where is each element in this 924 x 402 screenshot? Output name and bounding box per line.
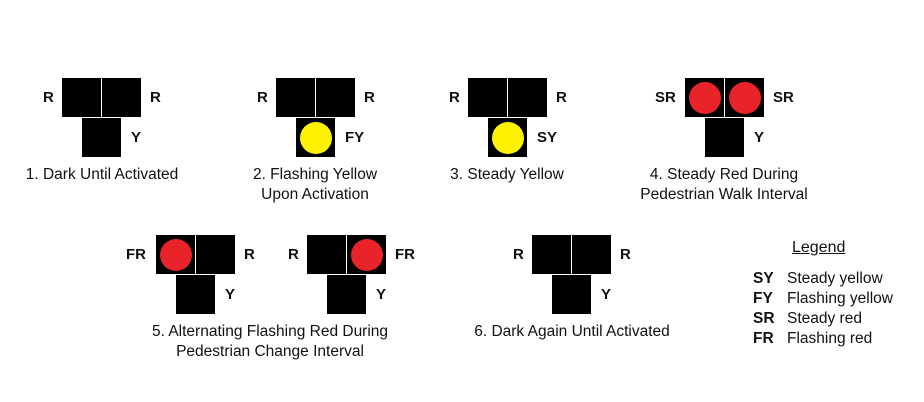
red-lamp	[688, 81, 721, 114]
signal-box-left	[532, 235, 571, 274]
red-lamp	[159, 238, 192, 271]
signal-label-right: R	[364, 89, 375, 106]
signal-label-right: R	[556, 89, 567, 106]
signal-label-left: R	[43, 89, 54, 106]
signal-caption: 1. Dark Until Activated	[26, 165, 178, 185]
signal-box-bottom	[552, 275, 591, 314]
legend-text: Flashing red	[787, 330, 873, 347]
signal-label-bottom: Y	[131, 129, 142, 146]
signal-box-left	[62, 78, 101, 117]
signal-box-right	[316, 78, 355, 117]
signal-box-left	[276, 78, 315, 117]
legend-item-sr: SR Steady red	[753, 310, 862, 328]
caption-line: 4. Steady Red During	[649, 166, 799, 183]
signal-box-left	[468, 78, 507, 117]
signal-label-left: R	[449, 89, 460, 106]
signal-label-left: R	[288, 246, 299, 263]
signal-box-bottom	[176, 275, 215, 314]
signal-label-right: R	[620, 246, 631, 263]
legend-item-sy: SY Steady yellow	[753, 270, 883, 288]
signal-box-right	[508, 78, 547, 117]
legend-code: SR	[753, 310, 775, 327]
yellow-lamp	[491, 121, 524, 154]
legend-title: Legend	[792, 239, 846, 256]
yellow-lamp	[299, 121, 332, 154]
caption-line: 6. Dark Again Until Activated	[474, 323, 670, 340]
signal-box-bottom	[705, 118, 744, 157]
signal-box-right	[572, 235, 611, 274]
signal-box-right	[196, 235, 235, 274]
signal-label-left: R	[513, 246, 524, 263]
legend-code: FR	[753, 330, 774, 347]
signal-box-left	[685, 78, 724, 117]
signal-label-right: R	[150, 89, 161, 106]
signal-label-bottom: Y	[754, 129, 765, 146]
caption-line: 5. Alternating Flashing Red During	[151, 323, 389, 340]
red-lamp	[350, 238, 383, 271]
caption-line: Pedestrian Change Interval	[176, 343, 364, 360]
signal-label-right: R	[244, 246, 255, 263]
signal-label-bottom: Y	[376, 286, 387, 303]
signal-box-left	[156, 235, 195, 274]
signal-box-bottom	[488, 118, 527, 157]
signal-box-left	[307, 235, 346, 274]
legend-text: Steady yellow	[787, 270, 883, 287]
legend-code: SY	[753, 270, 774, 287]
legend-code: FY	[753, 290, 773, 307]
signal-caption: 3. Steady Yellow	[450, 165, 564, 185]
signal-label-bottom: Y	[225, 286, 236, 303]
signal-label-right: SR	[773, 89, 794, 106]
legend-text: Flashing yellow	[787, 290, 893, 307]
signal-label-left: FR	[126, 246, 146, 263]
signal-label-bottom: SY	[537, 129, 558, 146]
signal-box-bottom	[82, 118, 121, 157]
red-lamp	[728, 81, 761, 114]
signal-box-bottom	[296, 118, 335, 157]
signal-label-bottom: Y	[601, 286, 612, 303]
signal-box-bottom	[327, 275, 366, 314]
signal-label-bottom: FY	[345, 129, 365, 146]
signal-box-right	[725, 78, 764, 117]
caption-line: Upon Activation	[261, 186, 369, 203]
caption-line: 2. Flashing Yellow	[252, 166, 378, 183]
signal-box-right	[102, 78, 141, 117]
signal-label-left: R	[257, 89, 268, 106]
caption-line: 3. Steady Yellow	[450, 166, 564, 183]
caption-line: 1. Dark Until Activated	[25, 166, 179, 183]
signal-caption: 6. Dark Again Until Activated	[474, 322, 670, 342]
caption-line: Pedestrian Walk Interval	[640, 186, 808, 203]
signal-label-right: FR	[395, 246, 415, 263]
legend-text: Steady red	[787, 310, 862, 327]
legend-item-fy: FY Flashing yellow	[753, 290, 893, 308]
legend-item-fr: FR Flashing red	[753, 330, 872, 348]
signal-box-right	[347, 235, 386, 274]
signal-label-left: SR	[655, 89, 676, 106]
